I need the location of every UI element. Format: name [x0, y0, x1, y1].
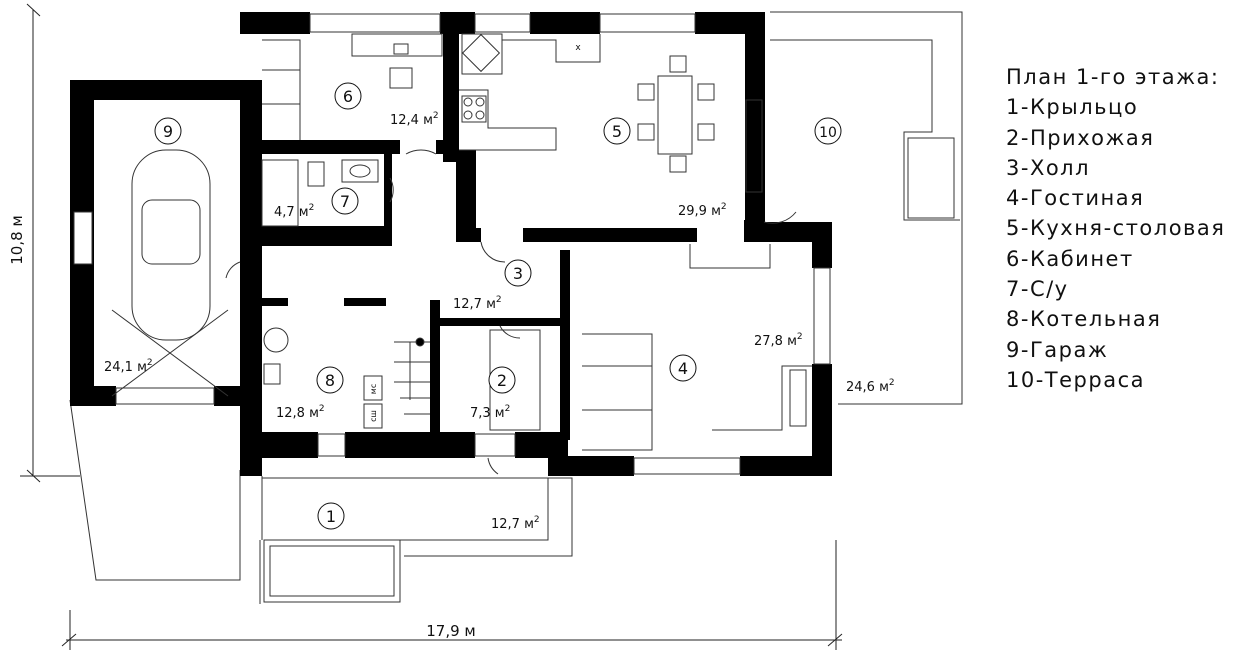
furniture [111, 33, 812, 475]
room-number-8: 8 [325, 371, 335, 390]
room-area-2: 7,3 м2 [470, 404, 510, 421]
room-area-8: 12,8 м2 [276, 404, 325, 421]
windows [73, 13, 831, 475]
fixture-label-x: х [575, 43, 581, 53]
fixture-label-sh: сш [369, 410, 378, 422]
room-area-5: 29,9 м2 [678, 202, 727, 219]
fixture-label-ms: мс [369, 384, 378, 394]
plan-legend: План 1-го этажа: 1-Крыльцо 2-Прихожая 3-… [1006, 62, 1246, 395]
room-area-4: 27,8 м2 [754, 332, 803, 349]
room-number-10: 10 [819, 125, 837, 141]
legend-item: 2-Прихожая [1006, 125, 1155, 150]
legend-item: 1-Крыльцо [1006, 95, 1139, 120]
room-number-2: 2 [497, 371, 507, 390]
legend-item: 8-Котельная [1006, 307, 1162, 332]
dimension-height: 10,8 м [8, 215, 26, 264]
room-number-9: 9 [163, 122, 173, 141]
legend-item: 3-Холл [1006, 155, 1091, 180]
legend-item: 5-Кухня-столовая [1006, 216, 1226, 241]
room-number-5: 5 [612, 122, 622, 141]
legend-item: 6-Кабинет [1006, 246, 1134, 271]
room-area-10: 24,6 м2 [846, 378, 895, 395]
room-number-6: 6 [343, 87, 353, 106]
room-number-7: 7 [340, 192, 350, 211]
legend-item: 7-С/у [1006, 277, 1069, 302]
dimension-lines [20, 3, 843, 650]
room-area-6: 12,4 м2 [390, 111, 439, 128]
room-area-9: 24,1 м2 [104, 358, 153, 375]
room-area-1: 12,7 м2 [491, 515, 540, 532]
outdoor-outlines [69, 11, 963, 604]
room-area-3: 12,7 м2 [453, 295, 502, 312]
radiator [252, 40, 452, 370]
room-number-4: 4 [678, 359, 688, 378]
dimension-width: 17,9 м [426, 622, 475, 640]
legend-item: 9-Гараж [1006, 337, 1109, 362]
room-area-7: 4,7 м2 [274, 203, 314, 220]
room-markers [154, 82, 842, 530]
room-number-1: 1 [326, 507, 336, 526]
room-number-3: 3 [513, 264, 523, 283]
room-areas: 12,7 м2 7,3 м2 12,7 м2 27,8 м2 29,9 м2 1… [104, 111, 895, 532]
legend-item: 4-Гостиная [1006, 186, 1145, 211]
legend-title: План 1-го этажа: [1006, 65, 1220, 89]
legend-item: 10-Терраса [1006, 367, 1145, 392]
walls [70, 12, 832, 476]
